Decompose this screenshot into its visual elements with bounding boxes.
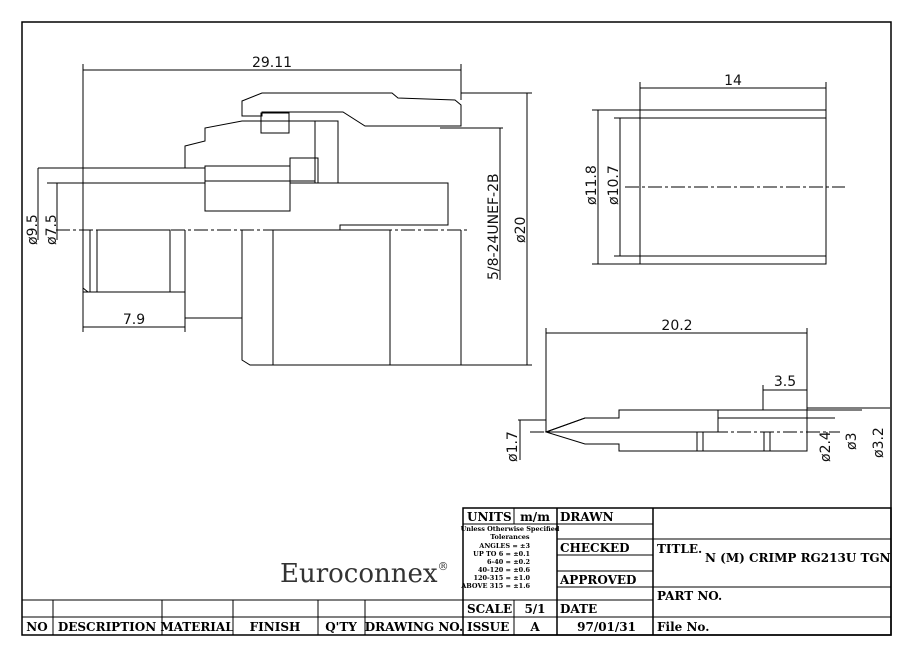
dim-dia-11-8: ø11.8 (584, 165, 600, 205)
units-label: UNITS (467, 510, 512, 524)
drawing-frame (21, 21, 892, 636)
coupling-nut-knurl (272, 229, 391, 366)
coupling-nut-outline (241, 230, 462, 366)
title-block: UNITS m/m Unless Otherwise Specified Tol… (460, 507, 892, 636)
scale-label: SCALE (467, 602, 512, 616)
washer-section (289, 157, 319, 184)
dim-dia-3-2: ø3.2 (871, 427, 887, 458)
insulator-section (204, 165, 291, 212)
bom-table: NO DESCRIPTION MATERIAL FINISH Q'TY DRAW… (22, 599, 463, 635)
issue-label: ISSUE (467, 620, 509, 634)
tolerance-row: ANGLES = ±3 (478, 542, 530, 550)
approved-label: APPROVED (559, 573, 636, 587)
ferrule-tube-section (82, 167, 206, 184)
crimp-ferrule-view: 14 ø11.8 ø10.7 (584, 73, 845, 265)
dim-dia-10-7: ø10.7 (606, 165, 622, 205)
tolerance-row: ABOVE 315 = ±1.6 (460, 582, 530, 590)
dim-ferrule-length: 14 (724, 73, 742, 89)
title-label: TITLE. (657, 542, 702, 556)
checked-label: CHECKED (560, 541, 630, 555)
bom-header: MATERIAL (160, 620, 234, 634)
dim-dia-9-5: ø9.5 (25, 214, 41, 245)
issue-value: A (529, 620, 540, 634)
dim-length-7-9: 7.9 (123, 312, 145, 328)
scale-value: 5/1 (524, 602, 545, 616)
tolerance-row: 40-120 = ±0.6 (478, 566, 531, 574)
date-value: 97/01/31 (577, 620, 636, 634)
tolerance-row: 6-40 = ±0.2 (487, 558, 530, 566)
bom-header: FINISH (250, 620, 301, 634)
contact-pin-view: 20.2 3.5 ø1.7 ø2.4 ø3 ø3.2 (505, 318, 890, 462)
clamp-section (314, 120, 339, 184)
dim-dia-7-5: ø7.5 (44, 214, 60, 245)
bom-header: DRAWING NO. (365, 620, 463, 634)
dim-dia-2-4: ø2.4 (818, 431, 834, 462)
dim-dia-1-7: ø1.7 (505, 431, 521, 462)
bom-header: NO (26, 620, 47, 634)
tolerance-sub: Tolerances (490, 533, 529, 541)
euroconnex-logo: Euroconnex® (280, 559, 449, 589)
file-no-label: File No. (657, 620, 709, 634)
dim-pin-crimp-length: 3.5 (774, 374, 796, 390)
gasket-section (260, 112, 290, 134)
dim-thread: 5/8-24UNEF-2B (486, 173, 502, 280)
dim-overall-length: 29.11 (252, 55, 292, 71)
coupling-nut-section (241, 92, 462, 127)
drawn-label: DRAWN (560, 510, 614, 524)
contact-outline (338, 182, 449, 230)
ferrule-knurl (96, 229, 171, 293)
dim-pin-length: 20.2 (661, 318, 692, 334)
main-dimensions: 29.11 ø9.5 ø7.5 7.9 5/8-24UNEF-2B ø20 (25, 55, 532, 366)
title-value: N (M) CRIMP RG213U TGN (705, 551, 891, 565)
tolerance-row: UP TO 6 = ±0.1 (473, 550, 530, 558)
part-no-label: PART NO. (657, 589, 722, 603)
dim-dia-20: ø20 (513, 217, 529, 243)
dim-dia-3: ø3 (844, 433, 860, 450)
connector-section-view (56, 92, 470, 366)
tolerance-row: 120-315 = ±1.0 (473, 574, 530, 582)
units-value: m/m (520, 510, 550, 524)
date-label: DATE (560, 602, 597, 616)
tolerance-title: Unless Otherwise Specified (461, 525, 560, 533)
bom-header: DESCRIPTION (58, 620, 156, 634)
bom-header: Q'TY (325, 620, 357, 634)
